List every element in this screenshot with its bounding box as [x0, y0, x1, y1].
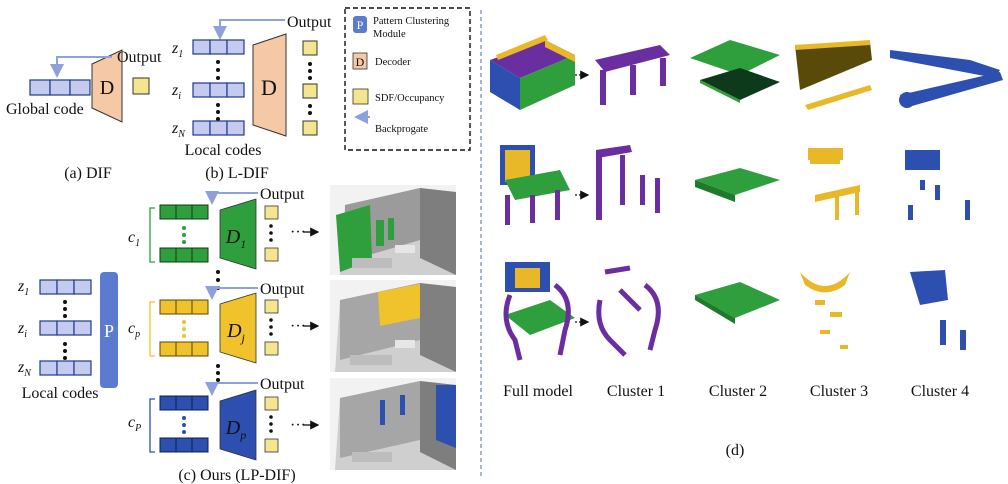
panel-d: Full model Cluster 1 Cluster 2 Cluster 3… [490, 35, 1003, 459]
scene-render-blue [330, 378, 456, 470]
col-full-model: Full model [503, 383, 573, 400]
vertical-dots [216, 60, 220, 80]
row-armchair [503, 262, 966, 361]
col-cluster-1: Cluster 1 [607, 383, 665, 400]
legend-backprop-label: Backprogate [375, 124, 428, 135]
decoder-trapezoid [252, 33, 287, 137]
zi-label: zi [17, 320, 27, 340]
branch-green: c1 D1 Output ··· [128, 186, 320, 270]
legend-pattern-label-2: Module [373, 29, 406, 40]
local-code-i [39, 320, 92, 336]
caption-b: (b) L-DIF [205, 165, 269, 182]
chair-cluster-3 [808, 148, 860, 220]
row-chair [500, 145, 970, 225]
output-label: Output [287, 14, 332, 31]
svg-text:···: ··· [290, 318, 306, 335]
branch-blue: cP Dp Output ··· [128, 376, 320, 461]
cP-label: cP [128, 414, 141, 434]
svg-text:···: ··· [290, 224, 306, 241]
panel-c: z1 zi zN Local codes P c1 [17, 185, 456, 484]
armchair-cluster-4 [910, 270, 966, 350]
legend-frame [344, 7, 471, 151]
c1-label: c1 [128, 229, 140, 249]
legend: P Pattern Clustering Module D Decoder SD… [344, 7, 471, 151]
output-square [302, 120, 318, 136]
local-codes-label: Local codes [22, 385, 99, 402]
output-square [132, 77, 150, 95]
chair-cluster-2 [695, 168, 780, 202]
svg-text:P: P [104, 321, 114, 341]
local-code-1 [39, 279, 92, 295]
branch-yellow: cp Dj Output ··· [128, 281, 320, 364]
armchair-cluster-3 [800, 272, 850, 349]
local-code-1 [192, 39, 245, 55]
armchair-full [503, 262, 575, 361]
decoder-label: D [261, 75, 277, 100]
scene-render-green [330, 185, 456, 275]
decoder-label: D [100, 77, 114, 99]
backprop-arrow [50, 56, 112, 78]
legend-occupancy-label: SDF/Occupancy [375, 93, 445, 104]
output-square [302, 40, 318, 56]
zN-label: zN [17, 359, 32, 379]
col-cluster-3: Cluster 3 [810, 383, 868, 400]
scene-render-yellow [330, 280, 456, 372]
svg-text:Dp: Dp [225, 417, 246, 442]
sofa-cluster-1 [595, 45, 670, 105]
backprop-arrow [213, 19, 285, 40]
output-label: Output [260, 186, 305, 203]
caption-a: (a) DIF [64, 165, 112, 182]
output-square [302, 83, 318, 99]
output-label: Output [260, 281, 305, 298]
col-cluster-2: Cluster 2 [709, 383, 767, 400]
zN-label: zN [171, 120, 186, 140]
row-sofa [490, 35, 1003, 110]
cp-label: cp [128, 320, 140, 340]
sofa-cluster-4 [890, 50, 1003, 108]
armchair-cluster-1 [596, 265, 661, 357]
global-code-cells [29, 79, 91, 96]
chair-cluster-1 [596, 145, 660, 220]
panel-a: D Output Global code (a) DIF [6, 49, 162, 182]
pattern-module-icon [353, 16, 367, 33]
armchair-cluster-2 [695, 282, 780, 324]
legend-decoder-label: Decoder [375, 57, 411, 68]
caption-d: (d) [726, 442, 745, 459]
caption-c: (c) Ours (LP-DIF) [178, 467, 295, 484]
local-codes-label: Local codes [185, 142, 262, 159]
local-code-N [39, 360, 92, 376]
z1-label: z1 [171, 40, 183, 60]
chair-full [500, 145, 570, 225]
local-code-N [192, 120, 245, 136]
decoder-trapezoid [91, 49, 123, 123]
pattern-module [100, 272, 118, 388]
output-label: Output [117, 49, 162, 66]
sofa-cluster-3 [795, 40, 872, 110]
zi-label: zi [171, 82, 181, 102]
decoder-icon [352, 52, 368, 70]
legend-pattern-label: Pattern Clustering [373, 16, 450, 27]
svg-text:Dj: Dj [226, 320, 245, 345]
chair-cluster-4 [905, 150, 970, 220]
sofa-cluster-2 [690, 40, 780, 103]
local-code-i [192, 82, 245, 98]
occupancy-icon [352, 88, 369, 105]
svg-text:P: P [357, 18, 364, 32]
col-cluster-4: Cluster 4 [911, 383, 969, 400]
global-code-label: Global code [6, 101, 84, 118]
output-label: Output [260, 376, 305, 393]
sofa-full [490, 35, 575, 110]
z1-label: z1 [17, 278, 29, 298]
svg-text:···: ··· [290, 417, 306, 434]
svg-text:D1: D1 [225, 226, 246, 251]
panel-b: Output z1 zi zN D Local codes [171, 14, 332, 182]
svg-text:D: D [356, 55, 365, 69]
